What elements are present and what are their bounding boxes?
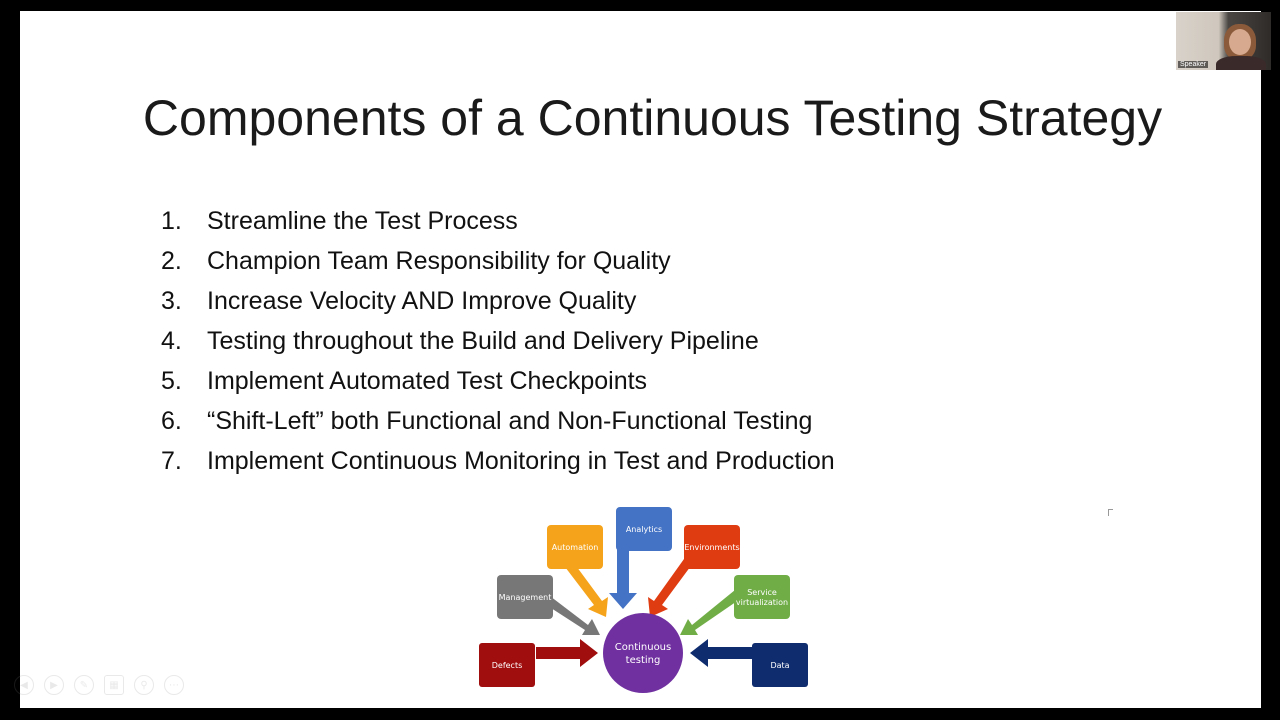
list-item: 1. Streamline the Test Process: [161, 201, 835, 241]
node-analytics: [616, 507, 672, 551]
list-number: 6.: [161, 407, 182, 435]
video-name-label: Speaker: [1178, 61, 1209, 68]
slide-title: Components of a Continuous Testing Strat…: [142, 90, 1163, 146]
node-environments: [684, 525, 740, 569]
next-slide-icon[interactable]: ▶: [44, 675, 64, 695]
node-management: [497, 575, 553, 619]
list-text: “Shift-Left” both Functional and Non-Fun…: [207, 407, 813, 435]
speaker-video-thumbnail[interactable]: Speaker: [1176, 12, 1271, 70]
continuous-testing-diagram: Continuous testing Analytics Automation …: [479, 507, 808, 693]
node-automation: [547, 525, 603, 569]
node-defects-label: Defects: [492, 661, 523, 670]
arrow-analytics: [609, 541, 637, 609]
list-number: 7.: [161, 447, 182, 475]
strategy-list: 1. Streamline the Test Process 2. Champion…: [161, 201, 835, 481]
slides-grid-icon[interactable]: ▦: [104, 675, 124, 695]
list-number: 2.: [161, 247, 182, 275]
mouse-pointer: [1108, 509, 1113, 516]
list-number: 1.: [161, 207, 182, 235]
arrow-automation: [559, 559, 608, 617]
node-analytics-label: Analytics: [626, 525, 662, 534]
arrow-service: [680, 590, 743, 635]
list-text: Implement Automated Test Checkpoints: [207, 367, 648, 395]
list-item: 4. Testing throughout the Build and Deliv…: [161, 321, 835, 361]
list-number: 4.: [161, 327, 182, 355]
list-item: 6. “Shift-Left” both Functional and Non-F…: [161, 401, 835, 441]
node-environments-label: Environments: [684, 543, 739, 552]
speaker-face: [1229, 29, 1251, 55]
node-automation-label: Automation: [552, 543, 599, 552]
diagram-arrows: [534, 541, 752, 667]
list-text: Implement Continuous Monitoring in Test …: [207, 447, 835, 475]
node-data: [752, 643, 808, 687]
slideshow-toolbar: ◀ ▶ ✎ ▦ ⚲ ⋯: [14, 675, 184, 695]
list-text: Champion Team Responsibility for Quality: [207, 247, 671, 275]
node-service-label-line2: virtualization: [736, 598, 788, 607]
more-icon[interactable]: ⋯: [164, 675, 184, 695]
list-item: 5. Implement Automated Test Checkpoints: [161, 361, 835, 401]
list-item: 7. Implement Continuous Monitoring in Tes…: [161, 441, 835, 481]
arrow-data: [690, 639, 752, 667]
center-node: [603, 613, 683, 693]
center-label-line1: Continuous: [615, 642, 671, 653]
list-item: 3. Increase Velocity AND Improve Quality: [161, 281, 835, 321]
pen-icon[interactable]: ✎: [74, 675, 94, 695]
list-number: 3.: [161, 287, 182, 315]
arrow-environments: [648, 559, 696, 617]
node-defects: [479, 643, 535, 687]
center-label-line2: testing: [626, 655, 661, 666]
node-service-label-line1: Service: [747, 588, 777, 597]
slide: Components of a Continuous Testing Strat…: [20, 11, 1261, 708]
node-service-virtualization: [734, 575, 790, 619]
list-text: Testing throughout the Build and Deliver…: [207, 327, 759, 355]
list-number: 5.: [161, 367, 182, 395]
zoom-icon[interactable]: ⚲: [134, 675, 154, 695]
node-data-label: Data: [770, 661, 789, 670]
list-text: Increase Velocity AND Improve Quality: [207, 287, 637, 315]
list-text: Streamline the Test Process: [207, 207, 518, 235]
speaker-body: [1216, 56, 1266, 70]
arrow-defects: [536, 639, 598, 667]
node-management-label: Management: [499, 593, 552, 602]
list-item: 2. Champion Team Responsibility for Quali…: [161, 241, 835, 281]
prev-slide-icon[interactable]: ◀: [14, 675, 34, 695]
